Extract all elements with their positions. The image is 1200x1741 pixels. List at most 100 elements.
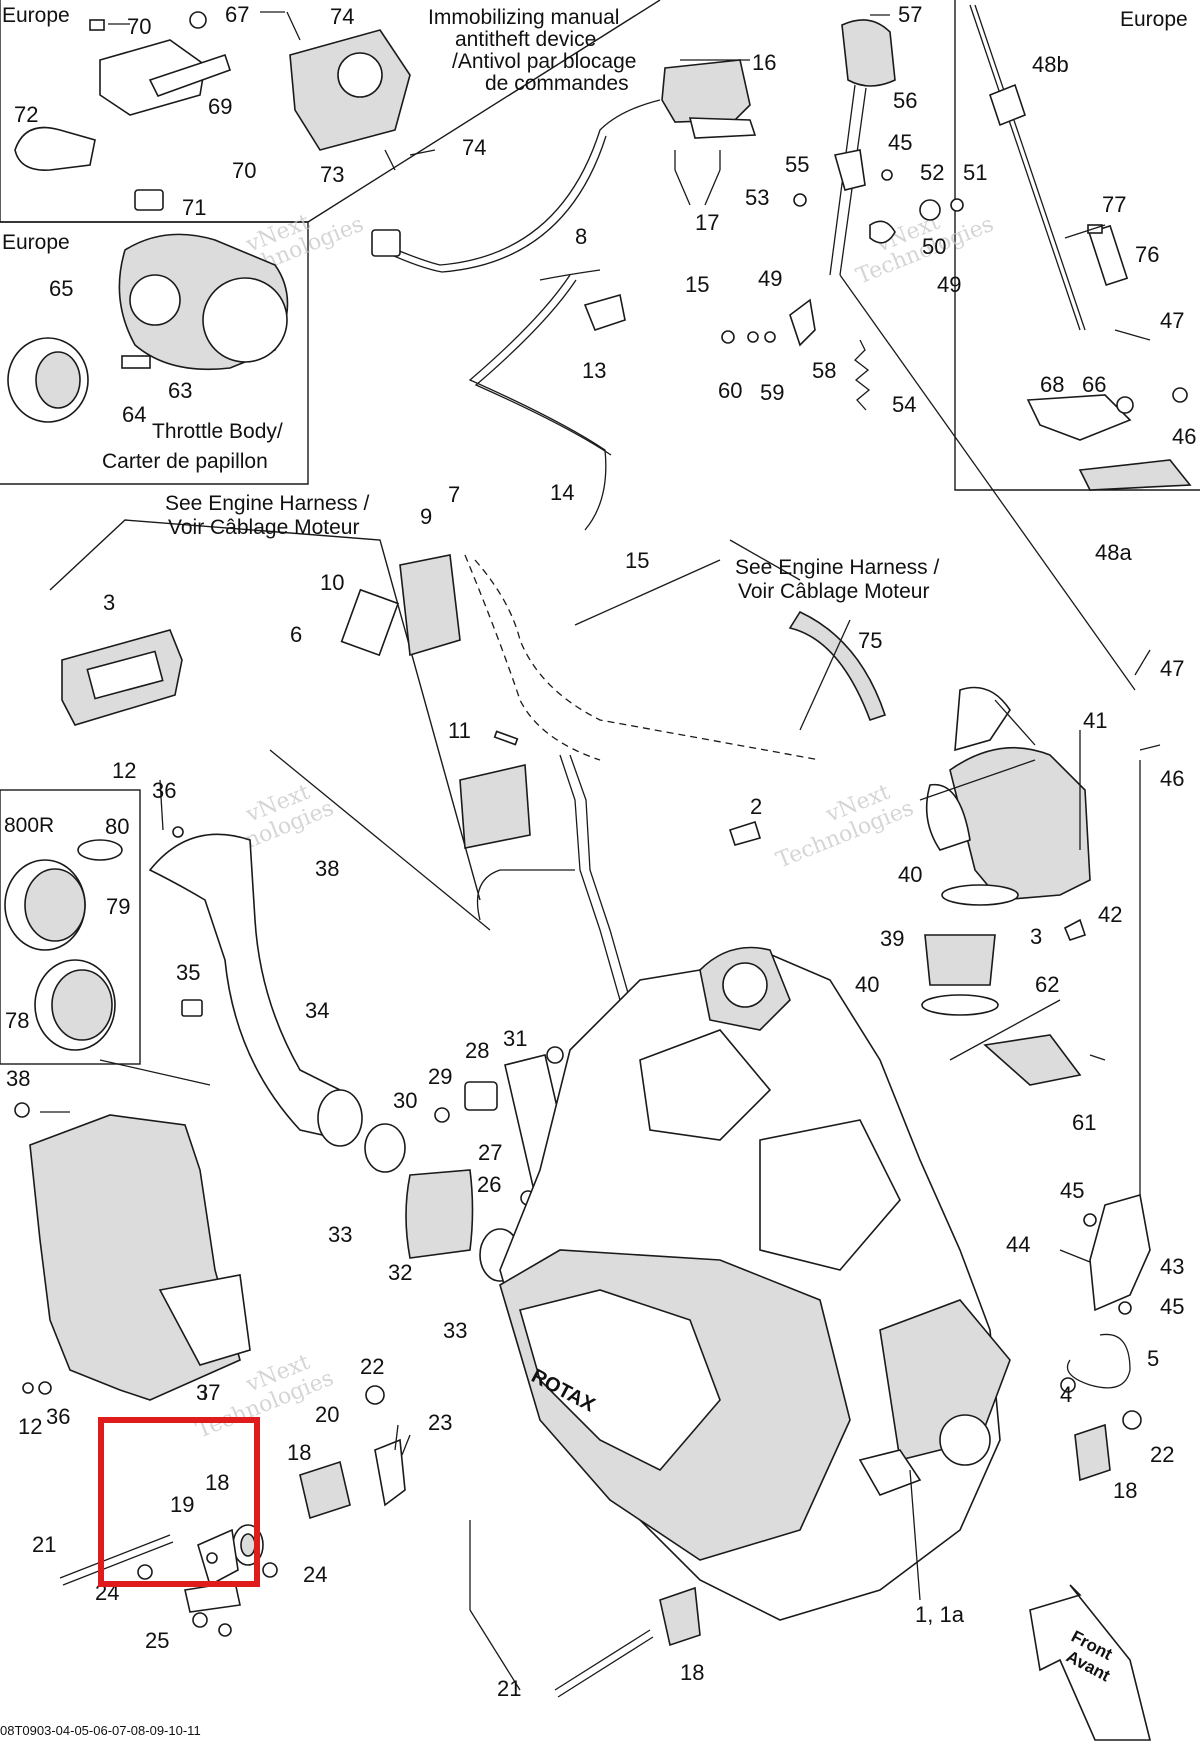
nut-67	[189, 11, 207, 29]
harness-cable-upper-edge	[384, 135, 607, 273]
plate-19-hole	[206, 1552, 218, 1564]
nut-45b	[1083, 1213, 1097, 1227]
part-label: 16	[752, 50, 776, 75]
guard-37-lower	[158, 1274, 251, 1366]
part-label: 23	[428, 1410, 452, 1435]
diagram-code: 08T0903-04-05-06-07-08-09-10-11	[0, 1723, 201, 1738]
part-number-labels: 70 67 74 57 48b 69 72 70 71 73 74 16 56 …	[5, 2, 1196, 1701]
harness-connector	[371, 229, 401, 257]
part-label: 45	[888, 130, 912, 155]
part-label: 4	[1060, 1382, 1072, 1407]
part-label: 30	[393, 1088, 417, 1113]
part-label: 42	[1098, 902, 1122, 927]
region-labels: Europe Europe Europe 800R	[2, 4, 1188, 837]
throttle-body-cap-65-face	[35, 351, 81, 409]
nut-22b	[1122, 1410, 1142, 1430]
part-label: 68	[1040, 372, 1064, 397]
immobilizer-cover-hole	[337, 52, 383, 98]
part-label: 47	[1160, 656, 1184, 681]
intake-hose-34	[148, 833, 351, 1141]
filter-79-inner	[24, 868, 86, 942]
part-label: 40	[898, 862, 922, 887]
nut-24a	[137, 1564, 153, 1580]
part-label: 66	[1082, 372, 1106, 397]
immobilizer-plate	[148, 53, 232, 97]
bolt-30	[434, 1107, 450, 1123]
europe-linkage-inset-frame	[954, 0, 1200, 491]
part-label: 74	[330, 4, 354, 29]
part-label: 18	[287, 1440, 311, 1465]
part-label: 45	[1160, 1294, 1184, 1319]
part-label: 38	[315, 856, 339, 881]
air-duct-75	[788, 610, 887, 722]
throttle-body-note: Carter de papillon	[102, 450, 268, 473]
part-label: 11	[448, 718, 471, 743]
linkage-support	[1078, 459, 1192, 491]
leader-46b	[1139, 744, 1161, 751]
shift-knob	[841, 19, 896, 87]
part-label: 76	[1135, 242, 1159, 267]
nut-66	[1116, 396, 1134, 414]
bolt-21a-edge	[62, 1541, 174, 1586]
right-side-mount-parts	[1059, 1193, 1151, 1482]
clamp-40b	[921, 994, 999, 1016]
air-guard-41	[954, 686, 1011, 752]
part-label: 39	[880, 926, 904, 951]
ferrule-77	[1087, 224, 1103, 234]
region-label-europe: Europe	[2, 231, 70, 254]
washer-36b	[38, 1381, 52, 1395]
bracket-68	[1026, 394, 1132, 441]
part-label: 60	[718, 378, 742, 403]
immobilizer-lever	[14, 126, 96, 171]
part-label: 18	[1113, 1478, 1137, 1503]
immobilizer-parts	[14, 11, 411, 211]
part-label: 64	[122, 402, 146, 427]
bolt-21a	[59, 1534, 171, 1579]
ball-joint-46	[1172, 387, 1188, 403]
screw-74	[384, 149, 396, 171]
part-label: 22	[360, 1354, 384, 1379]
part-label: 48a	[1095, 540, 1132, 565]
relay-box-10	[399, 554, 461, 657]
washer-59b	[764, 331, 776, 343]
part-label: 12	[112, 758, 136, 783]
leader-21b	[469, 1609, 521, 1691]
throttle-body-parts	[7, 233, 289, 423]
leader-frame-34	[99, 1059, 211, 1086]
part-label: 15	[685, 272, 709, 297]
part-label: 58	[812, 358, 836, 383]
bolt-23b	[401, 1434, 411, 1456]
immobilizer-note: de commandes	[485, 72, 629, 95]
nut-60	[721, 330, 735, 344]
harness-boot-13	[583, 293, 626, 331]
washer-36a	[172, 826, 184, 838]
nut-25b	[218, 1623, 232, 1637]
part-label: 19	[170, 1492, 194, 1517]
mount-18a-core	[240, 1533, 256, 1557]
manifold-parts	[364, 1123, 521, 1282]
bolt-44	[1059, 1249, 1091, 1263]
part-label: 18	[680, 1660, 704, 1685]
part-label: 80	[105, 814, 129, 839]
leader-1	[909, 1469, 921, 1601]
throttle-body-main-bore	[722, 962, 768, 1008]
part-label: 35	[176, 960, 200, 985]
part-label: 34	[305, 998, 329, 1023]
ecu-module-fins	[86, 650, 164, 700]
clamp-80	[77, 839, 123, 861]
shift-cable	[839, 274, 1136, 691]
part-label: 51	[963, 160, 987, 185]
part-label: 70	[127, 14, 151, 39]
part-label: 75	[858, 628, 882, 653]
part-label: 46	[1160, 766, 1184, 791]
engine-harness-note: See Engine Harness /	[735, 556, 939, 579]
throttle-body-cover	[202, 277, 288, 363]
part-label: 62	[1035, 972, 1059, 997]
part-label: 7	[448, 482, 460, 507]
spark-plug-2	[728, 820, 762, 846]
notes: Immobilizing manual antitheft device /An…	[102, 6, 939, 603]
part-label: 54	[892, 392, 916, 417]
nut-31	[546, 1046, 564, 1064]
bracket-20	[374, 1438, 406, 1507]
part-label: 8	[575, 224, 587, 249]
